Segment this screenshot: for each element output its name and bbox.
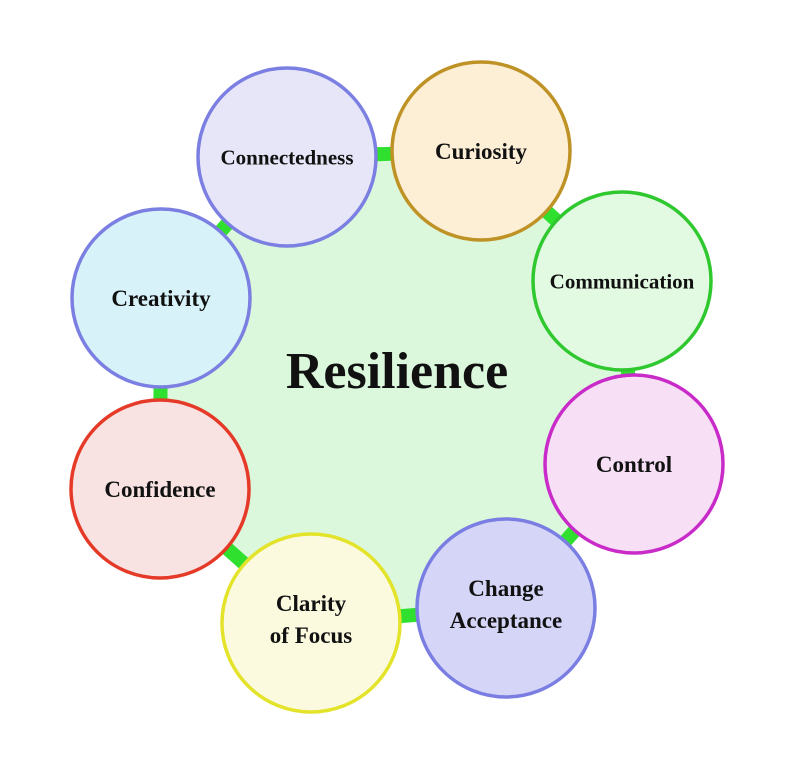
node-circle bbox=[543, 373, 725, 555]
node-label: Creativity bbox=[111, 286, 211, 311]
node-clarity-of-focus: Clarity of Focus bbox=[220, 532, 402, 714]
node-circle bbox=[531, 190, 713, 372]
node-circle bbox=[415, 517, 597, 699]
node-label: Communication bbox=[550, 269, 695, 293]
node-circle bbox=[220, 532, 402, 714]
node-label: Connectedness bbox=[220, 145, 353, 169]
node-curiosity: Curiosity bbox=[390, 60, 572, 242]
node-label: Control bbox=[596, 452, 672, 477]
node-communication: Communication bbox=[531, 190, 713, 372]
node-control: Control bbox=[543, 373, 725, 555]
node-label: Clarity bbox=[276, 591, 347, 616]
node-label: Change bbox=[468, 576, 543, 601]
node-connectedness: Connectedness bbox=[196, 66, 378, 248]
node-label: Acceptance bbox=[450, 608, 562, 633]
node-circle bbox=[69, 398, 251, 580]
node-label: Confidence bbox=[104, 477, 215, 502]
node-confidence: Confidence bbox=[69, 398, 251, 580]
central-title: Resilience bbox=[286, 343, 508, 400]
hub-background bbox=[160, 151, 634, 623]
node-circle bbox=[196, 66, 378, 248]
node-creativity: Creativity bbox=[70, 207, 252, 389]
node-label: of Focus bbox=[270, 623, 352, 648]
node-circle bbox=[390, 60, 572, 242]
node-circle bbox=[70, 207, 252, 389]
node-label: Curiosity bbox=[435, 139, 528, 164]
